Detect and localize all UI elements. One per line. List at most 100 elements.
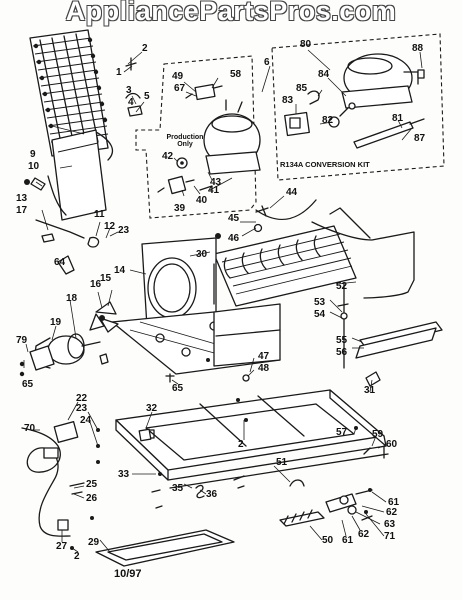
callout-83: 83 bbox=[282, 95, 294, 106]
callout-55: 55 bbox=[336, 335, 348, 346]
base-plate-side bbox=[213, 303, 281, 367]
air-deflector[interactable] bbox=[355, 321, 443, 359]
cord-clamps[interactable] bbox=[69, 482, 94, 520]
drain-clip[interactable] bbox=[87, 236, 100, 248]
callout-53: 53 bbox=[314, 297, 326, 308]
callout-80: 80 bbox=[300, 39, 312, 50]
callout-27: 27 bbox=[56, 541, 68, 552]
callout-17: 17 bbox=[16, 205, 28, 216]
callout-25: 25 bbox=[86, 479, 98, 490]
base-frame[interactable] bbox=[115, 389, 387, 481]
junction-box[interactable] bbox=[53, 421, 100, 464]
heater-bracket bbox=[35, 219, 85, 239]
mounting-bracket[interactable] bbox=[57, 255, 75, 275]
callout-84: 84 bbox=[318, 69, 330, 80]
fan-bracket-screw[interactable] bbox=[125, 57, 143, 117]
callout-88: 88 bbox=[412, 43, 424, 54]
callout-64: 64 bbox=[54, 257, 66, 268]
spring-clip[interactable] bbox=[195, 484, 205, 499]
callout-31: 31 bbox=[364, 385, 376, 396]
callout-35: 35 bbox=[172, 483, 184, 494]
callout-23b: 23 bbox=[76, 403, 88, 414]
callout-48: 48 bbox=[258, 363, 270, 374]
callout-71: 71 bbox=[384, 531, 396, 542]
callout-2: 2 bbox=[142, 43, 148, 54]
screw-65[interactable] bbox=[165, 373, 175, 383]
toe-grille-strip[interactable] bbox=[279, 509, 325, 527]
callout-61a: 61 bbox=[388, 497, 400, 508]
callout-52: 52 bbox=[336, 281, 348, 292]
base-mount-screws[interactable] bbox=[206, 358, 250, 382]
callout-81: 81 bbox=[392, 113, 404, 124]
callout-30: 30 bbox=[196, 249, 208, 260]
callout-87: 87 bbox=[414, 133, 426, 144]
callout-9: 9 bbox=[30, 149, 36, 160]
start-device-kit[interactable] bbox=[284, 111, 310, 137]
power-cord[interactable] bbox=[21, 427, 71, 537]
condenser-coil[interactable] bbox=[213, 225, 357, 307]
callout-12: 12 bbox=[104, 221, 116, 232]
compressor-conversion[interactable] bbox=[341, 53, 419, 109]
date-code: 10/97 bbox=[114, 568, 142, 580]
callout-57: 57 bbox=[336, 427, 348, 438]
drain-hose-clamp[interactable] bbox=[138, 428, 152, 442]
overload-protector[interactable] bbox=[157, 175, 195, 195]
discharge-tube[interactable] bbox=[311, 221, 415, 299]
condenser-fan-blade[interactable] bbox=[89, 301, 119, 333]
callout-5: 5 bbox=[144, 91, 150, 102]
callout-29: 29 bbox=[88, 537, 100, 548]
callout-16: 16 bbox=[90, 279, 102, 290]
callout-46: 46 bbox=[228, 233, 240, 244]
callout-36: 36 bbox=[206, 489, 218, 500]
callout-42: 42 bbox=[162, 151, 174, 162]
deflector-screws[interactable] bbox=[337, 303, 349, 320]
leader-lines bbox=[23, 49, 423, 553]
callout-82: 82 bbox=[322, 115, 334, 126]
compressor-production[interactable] bbox=[203, 99, 261, 175]
callout-47: 47 bbox=[258, 351, 270, 362]
drier-filter[interactable] bbox=[353, 118, 425, 149]
drain-pan[interactable] bbox=[95, 529, 235, 567]
callout-62b: 62 bbox=[358, 529, 370, 540]
callout-2c: 2 bbox=[74, 551, 80, 562]
callout-41: 41 bbox=[208, 185, 220, 196]
cord-plug[interactable] bbox=[43, 447, 59, 459]
watermark: AppliancePartsPros.com bbox=[65, 0, 397, 26]
callout-22: 22 bbox=[76, 393, 88, 404]
callout-51: 51 bbox=[276, 457, 288, 468]
condenser-mount-screws[interactable] bbox=[215, 205, 269, 239]
discharge-tube-end bbox=[329, 207, 371, 239]
grommet[interactable] bbox=[176, 157, 188, 169]
callout-63: 63 bbox=[384, 519, 396, 530]
callout-11: 11 bbox=[94, 209, 105, 220]
callout-40: 40 bbox=[196, 195, 208, 206]
thermostat-clip[interactable] bbox=[24, 177, 46, 191]
conversion-kit-region bbox=[271, 33, 445, 181]
wire-clip[interactable] bbox=[289, 479, 305, 487]
condenser-fan-motor[interactable] bbox=[33, 333, 101, 369]
condenser-inlet-tube bbox=[255, 199, 317, 221]
callout-15: 15 bbox=[100, 273, 112, 284]
callout-6: 6 bbox=[264, 57, 270, 68]
callout-61b: 61 bbox=[342, 535, 354, 546]
rail-clip[interactable] bbox=[365, 371, 381, 387]
callout-50: 50 bbox=[322, 535, 334, 546]
callout-49: 49 bbox=[172, 71, 184, 82]
callout-32: 32 bbox=[146, 403, 158, 414]
left-clip[interactable] bbox=[41, 233, 55, 243]
callout-45: 45 bbox=[228, 213, 240, 224]
overload-kit[interactable] bbox=[417, 69, 425, 79]
start-relay[interactable] bbox=[185, 83, 223, 101]
base-screws[interactable] bbox=[151, 472, 245, 509]
callout-4: 4 bbox=[128, 97, 134, 108]
callout-13: 13 bbox=[16, 193, 28, 204]
terminal-cover-kit[interactable] bbox=[307, 90, 356, 128]
heater-wire bbox=[47, 175, 67, 216]
callout-33: 33 bbox=[118, 469, 130, 480]
roller-assembly[interactable] bbox=[325, 488, 373, 521]
callout-67: 67 bbox=[174, 83, 186, 94]
callout-19: 19 bbox=[50, 317, 62, 328]
evaporator-coil[interactable] bbox=[29, 29, 109, 157]
fan-motor-bracket[interactable] bbox=[19, 345, 109, 377]
